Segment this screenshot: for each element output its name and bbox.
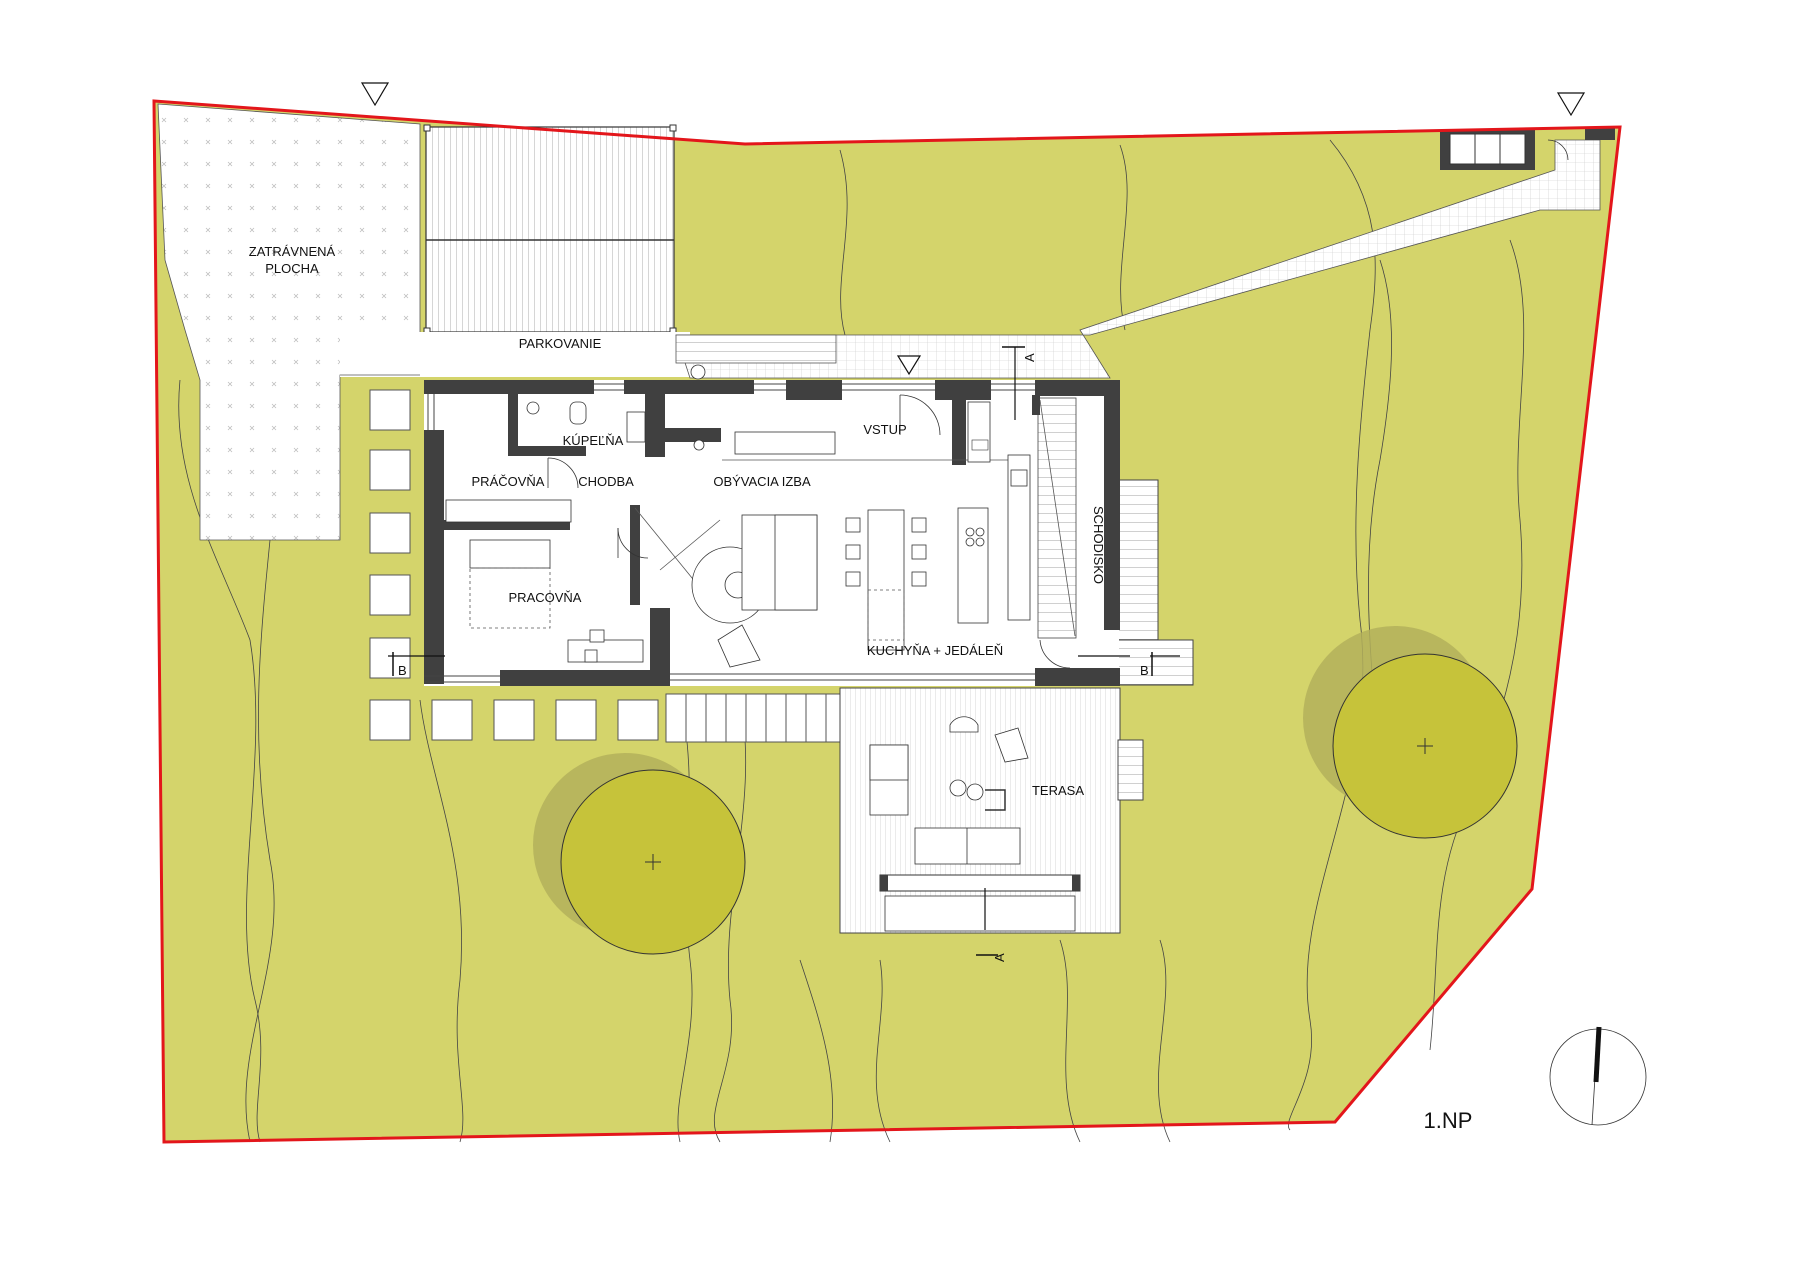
section-mark-b-right: B (1140, 663, 1149, 678)
kitchen-counter (1007, 454, 1031, 621)
tree-symbol-icon (1417, 738, 1433, 754)
door-swing-icon (547, 139, 1569, 669)
stepping-stones (369, 389, 659, 741)
laundry-counter (445, 499, 572, 523)
study-sofa (469, 539, 551, 569)
tree-right (1303, 626, 1518, 839)
walls (424, 380, 1120, 686)
dining-chairs (845, 517, 927, 587)
label-staircase: SCHODISKO (1091, 506, 1106, 584)
section-mark-b-left: B (398, 663, 407, 678)
toilet (569, 401, 587, 425)
washbasin (626, 411, 646, 443)
terrace-bench (879, 874, 1081, 892)
label-laundry: PRÁČOVŇA (472, 474, 545, 489)
wardrobe (967, 401, 991, 463)
armchair (717, 624, 761, 668)
tree-left (533, 753, 746, 955)
plot-boundary (152, 99, 1622, 1144)
contour-lines (178, 139, 1525, 1143)
front-rail (665, 693, 842, 743)
label-terrace: TERASA (1032, 783, 1084, 798)
kitchen-island (957, 507, 989, 624)
page-title: 1.NP (1424, 1108, 1473, 1133)
study-desk (567, 639, 644, 663)
dining-table (867, 509, 905, 651)
label-living-room: OBÝVACIA IZBA (713, 474, 811, 489)
label-parking: PARKOVANIE (519, 336, 602, 351)
label-bathroom: KÚPEĽŇA (563, 433, 624, 448)
entrance-triangle-icon (360, 82, 1586, 376)
label-entrance: VSTUP (863, 422, 906, 437)
section-mark-a-top: A (1022, 353, 1037, 362)
windows (424, 383, 1035, 683)
terrace-sofa-bottom (914, 827, 1021, 865)
north-arrow-icon (1549, 1026, 1647, 1126)
parking-structure (425, 126, 675, 333)
label-kitchen-dining: KUCHYŇA + JEDÁLEŇ (867, 643, 1003, 658)
parking-driveway (340, 332, 690, 377)
section-lines (388, 346, 1180, 956)
section-mark-a-bottom: A (992, 953, 1007, 962)
terrace-chair (949, 716, 979, 733)
label-grass-paver-2: PLOCHA (265, 261, 319, 276)
tree-symbol-icon (645, 854, 661, 870)
terrace-chair (994, 727, 1029, 763)
label-corridor: CHODBA (578, 474, 634, 489)
living-cabinet (734, 431, 836, 455)
shower-drain (526, 401, 540, 415)
grass-paver-area (157, 103, 421, 541)
label-study: PRACOVŇA (509, 590, 582, 605)
label-grass-paver-1: ZATRÁVNENÁ (249, 244, 336, 259)
